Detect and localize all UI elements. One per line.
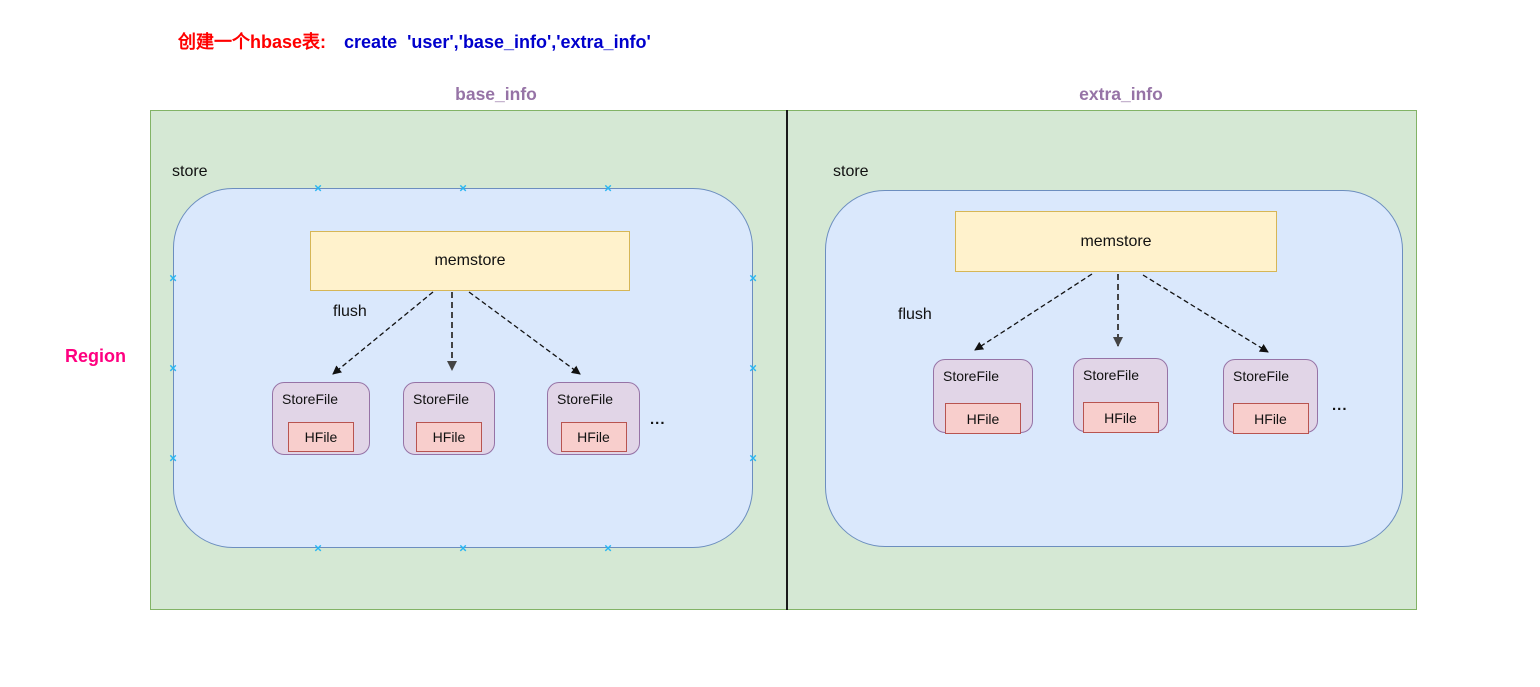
region-label: Region (65, 346, 126, 366)
storefile-label: StoreFile (1083, 367, 1140, 383)
connection-point-icon[interactable]: × (169, 270, 177, 286)
storefile-box[interactable]: StoreFile HFile (272, 382, 370, 455)
storefile-label: StoreFile (1233, 368, 1290, 384)
connection-point-icon[interactable]: × (749, 360, 757, 376)
hfile-label: HFile (432, 429, 466, 445)
connection-point-icon[interactable]: × (169, 360, 177, 376)
hfile-label: HFile (966, 410, 1000, 427)
storefile-label: StoreFile (557, 391, 614, 407)
memstore-label-left: memstore (434, 252, 506, 269)
flush-label-left: flush (333, 303, 367, 320)
connection-point-icon[interactable]: × (749, 450, 757, 466)
connection-point-icon[interactable]: × (169, 450, 177, 466)
connection-point-icon[interactable]: × (314, 540, 322, 556)
store-label-right: store (833, 163, 869, 180)
hfile-box[interactable]: HFile (1232, 403, 1309, 434)
hfile-box[interactable]: HFile (416, 422, 482, 452)
storefile-box[interactable]: StoreFile HFile (547, 382, 640, 455)
storefile-label: StoreFile (282, 391, 339, 407)
hfile-label: HFile (577, 429, 610, 445)
connection-point-icon[interactable]: × (749, 270, 757, 286)
connection-point-icon[interactable]: × (459, 180, 467, 196)
connection-point-icon[interactable]: × (604, 180, 612, 196)
storefile-label: StoreFile (943, 368, 1000, 384)
storefile-box[interactable]: StoreFile HFile (1223, 359, 1318, 434)
flush-label-right: flush (898, 306, 932, 323)
connection-point-icon[interactable]: × (314, 180, 322, 196)
more-storefiles-ellipsis-right: ... (1332, 397, 1348, 414)
hfile-box[interactable]: HFile (1082, 402, 1159, 433)
hfile-box[interactable]: HFile (945, 403, 1021, 434)
diagram-title: 创建一个hbase表: create 'user','base_info','e… (178, 31, 651, 53)
storefile-box[interactable]: StoreFile HFile (933, 359, 1033, 434)
storefile-box[interactable]: StoreFile HFile (403, 382, 495, 455)
title-hbase-command: create 'user','base_info','extra_info' (344, 32, 651, 52)
store-label-left: store (172, 163, 208, 180)
hfile-box[interactable]: HFile (288, 422, 354, 452)
storefile-label: StoreFile (413, 391, 470, 407)
connection-point-icon[interactable]: × (604, 540, 612, 556)
memstore-label-right: memstore (1080, 232, 1152, 250)
hfile-label: HFile (304, 429, 338, 445)
column-family-divider (786, 110, 788, 610)
memstore-box-left[interactable]: memstore (310, 231, 630, 291)
connection-point-icon[interactable]: × (459, 540, 467, 556)
hfile-label: HFile (1254, 410, 1287, 427)
more-storefiles-ellipsis-left: ... (650, 411, 666, 428)
title-chinese: 创建一个hbase表: (178, 32, 327, 52)
storefile-box[interactable]: StoreFile HFile (1073, 358, 1168, 433)
column-family-label-base-info: base_info (455, 84, 537, 104)
hfile-box[interactable]: HFile (560, 422, 627, 452)
column-family-label-extra-info: extra_info (1079, 84, 1163, 104)
memstore-box-right[interactable]: memstore (955, 211, 1277, 272)
hfile-label: HFile (1104, 409, 1137, 426)
